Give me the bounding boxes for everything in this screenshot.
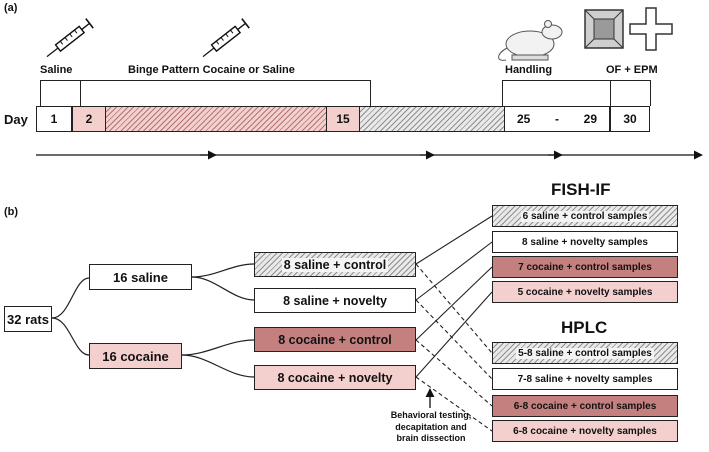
- syringe-icon: [46, 18, 94, 58]
- of-epm-label: OF + EPM: [606, 64, 658, 76]
- subgroup-cocaine-control: 8 cocaine + control: [254, 327, 416, 352]
- handling-label: Handling: [505, 64, 553, 76]
- rat-icon: [498, 20, 563, 61]
- fish-sample-saline-control: 6 saline + control samples: [492, 205, 678, 227]
- hplc-sample-saline-control: 5-8 saline + control samples: [492, 342, 678, 364]
- hplc-connectors: [415, 263, 493, 432]
- binge-period-cell: [106, 106, 326, 132]
- day-30-cell: 30: [610, 106, 650, 132]
- binge-bracket: [80, 80, 370, 82]
- hplc-sample-cocaine-control: 6-8 cocaine + control samples: [492, 395, 678, 417]
- binge-tick: [370, 80, 372, 106]
- syringe-icon: [202, 18, 250, 58]
- fish-connectors: [415, 215, 493, 378]
- fish-sample-cocaine-control: 7 cocaine + control samples: [492, 256, 678, 278]
- of-epm-tick: [610, 80, 612, 106]
- day-2-cell: 2: [72, 106, 106, 132]
- panel-b-label: (b): [4, 206, 19, 218]
- note-line-3: brain dissection: [396, 433, 466, 443]
- of-epm-tick: [650, 80, 652, 106]
- hplc-title: HPLC: [561, 318, 608, 337]
- hplc-sample-saline-control-label: 5-8 saline + control samples: [516, 347, 654, 359]
- group-16-cocaine: 16 cocaine: [89, 343, 182, 369]
- hplc-sample-saline-novelty: 7-8 saline + novelty samples: [492, 368, 678, 390]
- note-line-1: Behavioral testing,: [390, 410, 472, 420]
- day-29: 29: [583, 112, 597, 126]
- fish-sample-saline-control-label: 6 saline + control samples: [520, 210, 650, 222]
- open-field-icon: [584, 9, 624, 49]
- day-label: Day: [4, 112, 28, 127]
- hplc-sample-cocaine-novelty: 6-8 cocaine + novelty samples: [492, 420, 678, 442]
- saline-label: Saline: [40, 64, 73, 76]
- panel-a-label: (a): [4, 2, 18, 14]
- saline-bracket: [40, 80, 80, 82]
- of-epm-bracket: [610, 80, 650, 82]
- subgroup-saline-control: 8 saline + control: [254, 252, 416, 277]
- fish-if-title: FISH-IF: [551, 180, 611, 199]
- fish-sample-cocaine-novelty: 5 cocaine + novelty samples: [492, 281, 678, 303]
- day-range-dash: -: [555, 112, 559, 126]
- saline-tick: [80, 80, 82, 106]
- day-25: 25: [517, 112, 531, 126]
- note-line-2: decapitation and: [395, 421, 467, 432]
- saline-tick: [40, 80, 42, 106]
- subgroup-cocaine-novelty: 8 cocaine + novelty: [254, 365, 416, 390]
- tree-connectors: [51, 263, 255, 378]
- elevated-plus-maze-icon: [629, 7, 673, 51]
- behavioral-testing-note: Behavioral testing, decapitation and bra…: [376, 410, 486, 445]
- handling-bracket: [502, 80, 610, 82]
- handling-tick: [502, 80, 504, 106]
- fish-sample-saline-novelty: 8 saline + novelty samples: [492, 231, 678, 253]
- washout-period-cell: [360, 106, 504, 132]
- day-1-cell: 1: [36, 106, 72, 132]
- root-32-rats: 32 rats: [4, 306, 52, 332]
- binge-label: Binge Pattern Cocaine or Saline: [128, 64, 295, 76]
- group-16-saline: 16 saline: [89, 264, 192, 290]
- handling-days-cell: 25 - 29: [504, 106, 610, 132]
- day-15-cell: 15: [326, 106, 360, 132]
- subgroup-saline-novelty: 8 saline + novelty: [254, 288, 416, 313]
- subgroup-saline-control-label: 8 saline + control: [281, 257, 389, 272]
